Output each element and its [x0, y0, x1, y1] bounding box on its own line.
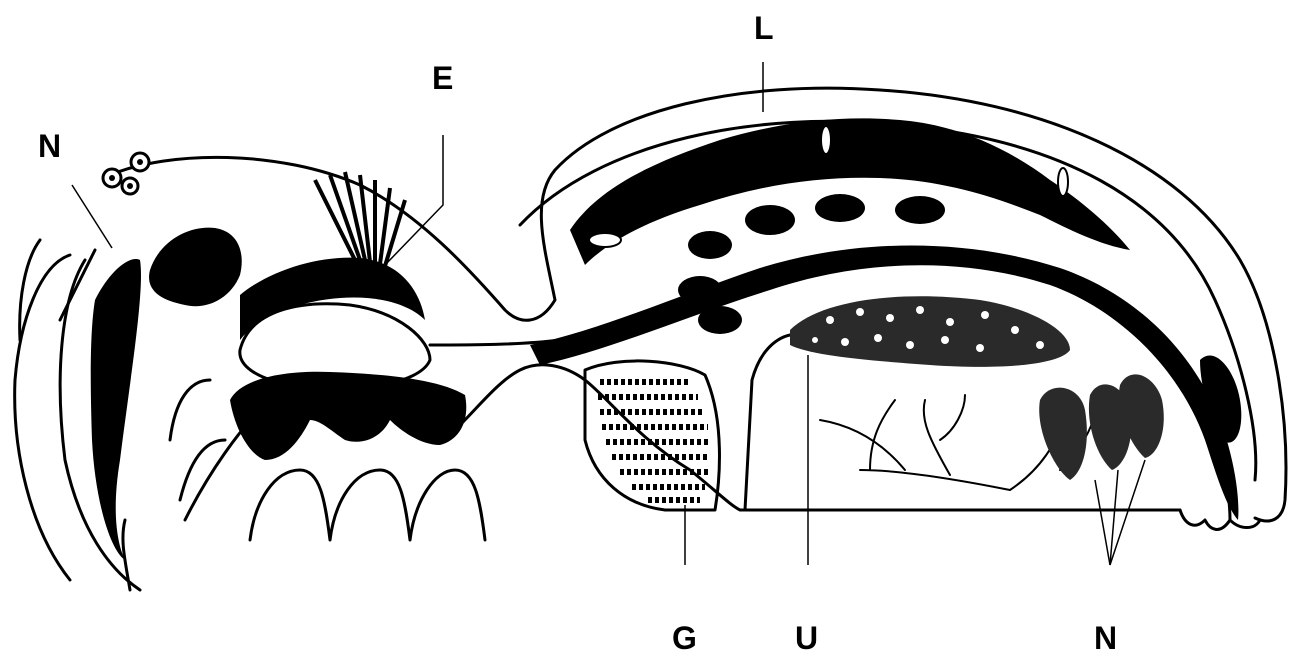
label-n-head: N	[38, 130, 61, 162]
gut-diverticulum-1	[688, 231, 732, 259]
muscle-fan	[315, 172, 405, 266]
gut-tube	[430, 250, 1230, 520]
label-u: U	[795, 622, 818, 654]
gut-diverticulum-4	[895, 196, 945, 224]
label-l: L	[754, 12, 774, 44]
heart-ostium-2	[821, 126, 831, 154]
poison-gland	[91, 259, 141, 560]
book-lung-lamellae	[598, 382, 710, 500]
pedipalp	[20, 240, 95, 340]
eye-pupil-2	[127, 183, 133, 189]
heart-ostium-3	[1058, 168, 1068, 196]
gut-diverticulum-6	[698, 306, 742, 334]
spinning-gland-clusters	[1039, 374, 1164, 480]
eye-pupil-3	[137, 159, 143, 165]
nerve-mass	[230, 372, 466, 460]
label-n-rear: N	[1094, 622, 1117, 654]
gut-diverticulum-3	[815, 194, 865, 222]
spinnerets	[1180, 510, 1260, 529]
heart-ostium-1	[589, 233, 621, 247]
gut-diverticulum-5	[678, 276, 722, 304]
eye-pupil-1	[109, 175, 115, 181]
gut-diverticulum-2	[745, 205, 795, 235]
brain-ganglion	[149, 228, 242, 307]
uterus-sac	[745, 334, 805, 510]
sucking-stomach	[240, 258, 425, 340]
label-g: G	[672, 622, 697, 654]
ovary	[790, 296, 1070, 367]
label-e: E	[432, 62, 453, 94]
heart	[570, 118, 1130, 265]
